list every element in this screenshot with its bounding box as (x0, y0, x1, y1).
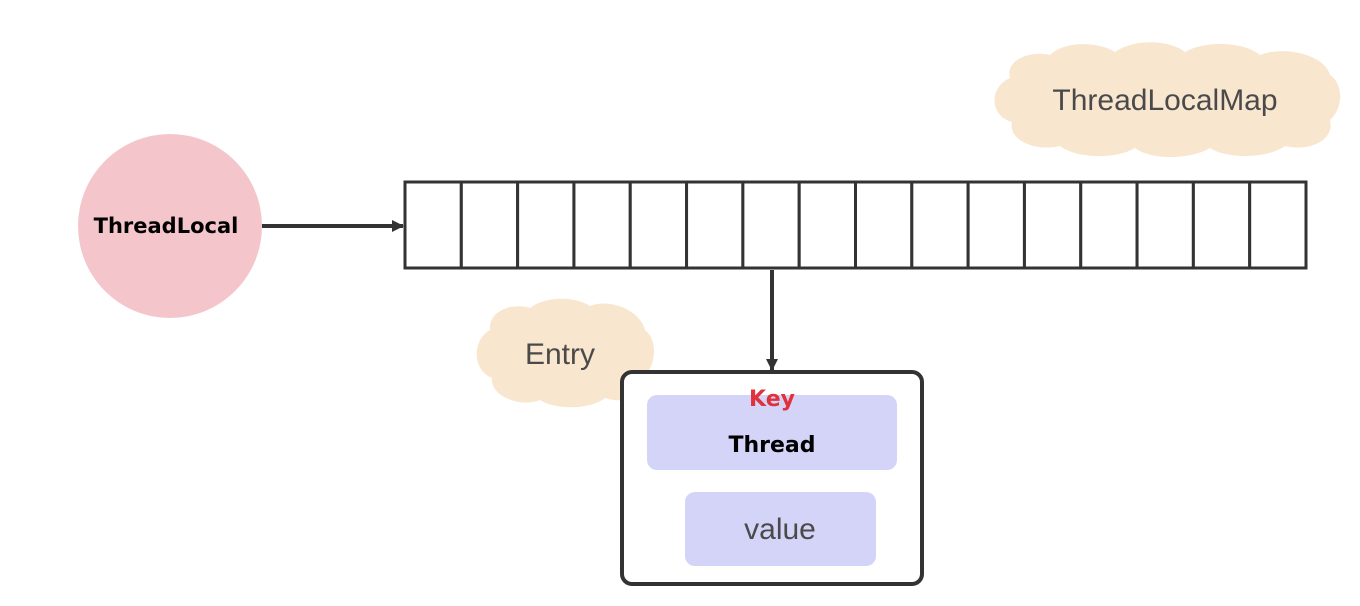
map-slot (1191, 180, 1252, 270)
thread-local-map-label: ThreadLocalMap (1052, 84, 1277, 117)
map-slot (516, 180, 576, 270)
map-slot (572, 180, 632, 270)
map-slot (966, 180, 1026, 270)
entry-value-field (685, 492, 876, 566)
map-slot (1135, 180, 1195, 270)
map-slot (797, 180, 857, 270)
entry-label: Entry (525, 338, 595, 371)
map-slot (1079, 180, 1139, 270)
map-slot (741, 180, 801, 270)
thread-local-map-table (403, 180, 1308, 270)
entry-cloud: Entry (476, 298, 655, 408)
map-slot (459, 180, 520, 270)
map-slot (628, 180, 689, 270)
entry-value-label: value (744, 513, 816, 546)
thread-local-node: ThreadLocal (78, 134, 262, 318)
map-slot (1022, 180, 1083, 270)
entry-key-field (647, 395, 897, 470)
map-slot (910, 180, 970, 270)
map-slot (854, 180, 914, 270)
thread-local-map-cloud-shape (994, 42, 1341, 157)
map-slot (403, 180, 463, 270)
thread-local-circle (78, 134, 262, 318)
map-slot (1248, 180, 1308, 270)
entry-box: Key Thread value (620, 370, 924, 586)
thread-local-map-cloud: ThreadLocalMap (994, 42, 1341, 157)
thread-local-label: ThreadLocal (94, 214, 239, 238)
entry-key-label: Key (749, 387, 795, 412)
map-slot (685, 180, 745, 270)
entry-key-value: Thread (728, 433, 815, 458)
entry-cloud-shape (476, 298, 655, 408)
